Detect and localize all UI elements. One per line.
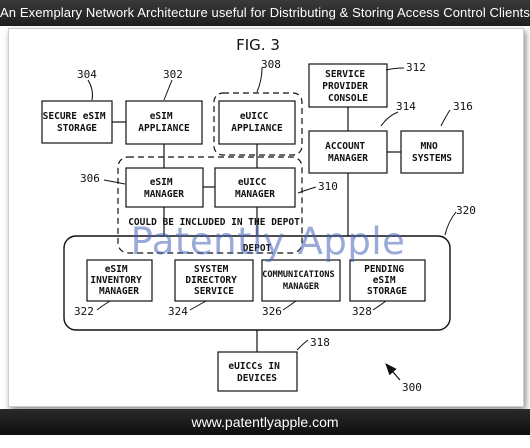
esim-appliance-label: eSIM APPLIANCE [138,111,190,134]
system-directory-service-label: SYSTEM DIRECTORY SERVICE [185,264,242,297]
depot-box [63,235,451,331]
account-manager-label: ACCOUNT MANAGER [325,141,371,164]
euicc-appliance-label: eUICC APPLIANCE [231,111,283,134]
euicc-manager-label: eUICC MANAGER [235,177,275,200]
mno-systems-label: MNO SYSTEMS [412,141,452,164]
ref-320: 320 [456,204,476,217]
depot-optional-dashed-group [117,156,303,254]
esim-inventory-manager-box [86,259,153,302]
system-directory-service-box [174,259,254,302]
mno-systems-box [400,130,464,174]
account-manager-box [308,130,388,174]
ref-324: 324 [168,305,188,318]
ref-310: 310 [318,180,338,193]
ref-312: 312 [406,61,426,74]
secure-esim-storage-label: SECURE eSIM STORAGE [43,111,112,134]
figure-label: FIG. 3 [236,36,280,54]
service-provider-console-label: SERVICE PROVIDER CONSOLE [322,69,374,104]
ref-322: 322 [74,305,94,318]
ref-306: 306 [80,172,100,185]
ref-326: 326 [262,305,282,318]
reference-leaders [87,67,457,351]
connector-lines [112,107,401,352]
esim-inventory-manager-label: eSIM INVENTORY MANAGER [90,264,147,297]
esim-manager-box [125,167,204,208]
ref-304: 304 [77,68,97,81]
euicc-appliance-dashed-group [213,92,303,156]
esim-manager-label: eSIM MANAGER [144,177,184,200]
communications-manager-label: COMMUNICATIONS MANAGER [262,270,340,292]
secure-esim-storage-box [41,100,113,144]
euiccs-in-devices-label: eUICCs IN DEVICES [228,361,285,384]
pending-esim-storage-label: PENDING eSIM STORAGE [364,264,410,297]
depot-label: DEPOT [243,243,272,254]
patent-figure-page [8,28,524,407]
ref-318: 318 [310,336,330,349]
ref-300: 300 [402,381,422,394]
ref-308: 308 [261,58,281,71]
header-title: An Exemplary Network Architecture useful… [0,0,530,26]
ref-300-arrow [385,363,401,381]
footer-url: www.patentlyapple.com [0,409,530,435]
euicc-manager-box [214,167,296,208]
depot-caption: COULD BE INCLUDED IN THE DEPOT [128,217,300,228]
ref-316: 316 [453,100,473,113]
service-provider-console-box [308,63,388,108]
pending-esim-storage-box [349,259,426,302]
ref-314: 314 [396,100,416,113]
euiccs-in-devices-box [217,351,298,392]
esim-appliance-box [125,100,203,145]
ref-328: 328 [352,305,372,318]
ref-302: 302 [163,68,183,81]
communications-manager-box [261,259,341,302]
euicc-appliance-box [218,100,296,145]
